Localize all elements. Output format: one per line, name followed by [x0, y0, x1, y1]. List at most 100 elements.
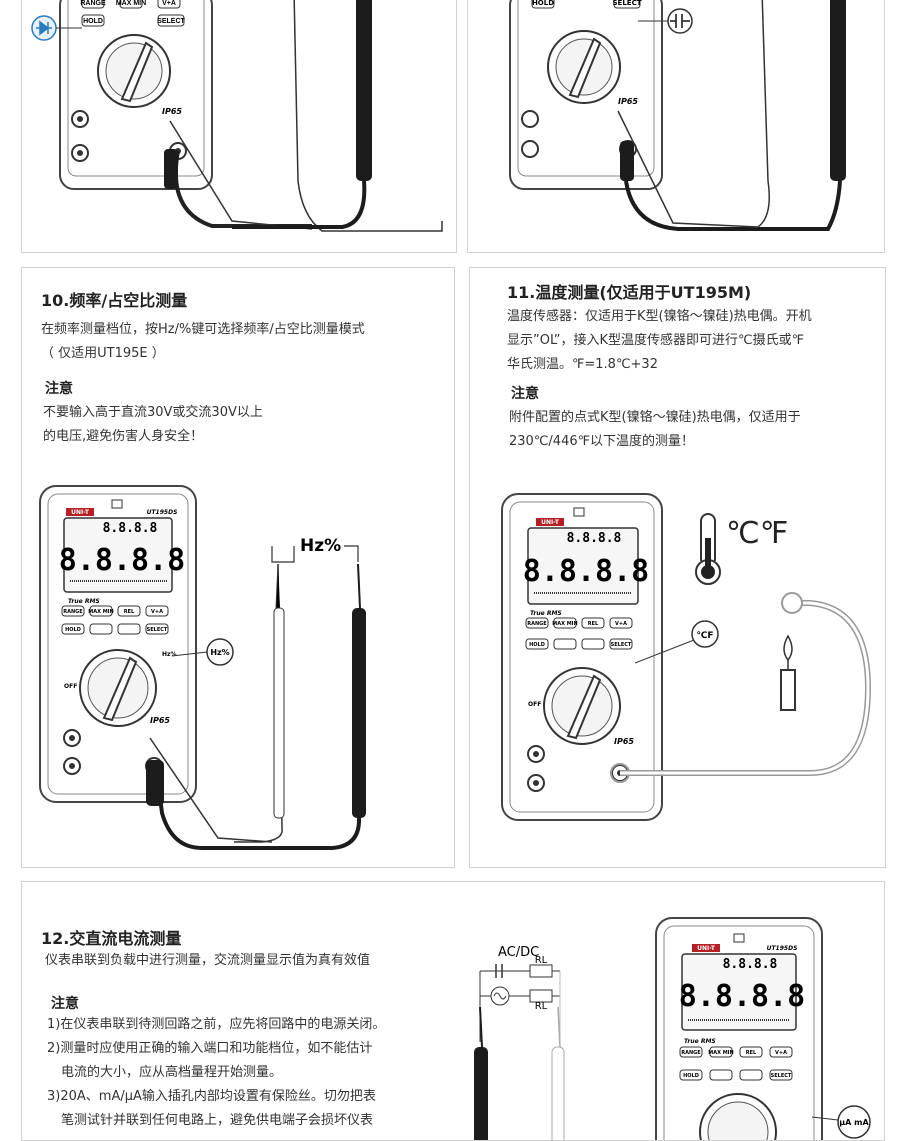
temperature-callout: ℃F: [634, 620, 719, 664]
test-probes: [474, 1006, 565, 1140]
multimeter-illustration: UNI-T 8.8.8.8 8.8.8.8 True RMS RANGE MAX…: [501, 493, 663, 821]
svg-text:UNI-T: UNI-T: [541, 519, 560, 526]
note-line: 附件配置的点式K型(镍铬～镍硅)热电偶，仅适用于: [509, 410, 801, 425]
test-probes: [617, 0, 846, 231]
svg-text:IP65: IP65: [614, 737, 634, 746]
svg-text:8.8.8.8: 8.8.8.8: [567, 531, 622, 546]
svg-text:V+A: V+A: [162, 0, 176, 7]
capacitor-icon: [638, 8, 693, 34]
svg-text:µA mA: µA mA: [839, 1118, 869, 1127]
note-line: 笔测试针并联到任何电路上，避免供电端子会损坏仪表: [61, 1113, 374, 1128]
svg-text:℃℉: ℃℉: [726, 516, 788, 551]
svg-text:8.8.8.8: 8.8.8.8: [59, 543, 185, 578]
svg-text:8.8.8.8: 8.8.8.8: [723, 957, 778, 972]
description-line: 在频率测量档位，按Hz/%键可选择频率/占空比测量模式: [41, 322, 365, 337]
note-line: 不要输入高于直流30V或交流30V以上: [43, 405, 263, 420]
thermometer-icon: ℃℉: [695, 513, 788, 585]
svg-text:SELECT: SELECT: [147, 627, 168, 633]
svg-text:MAX MIN: MAX MIN: [88, 609, 113, 615]
note-heading: 注意: [51, 996, 79, 1012]
test-probes: [164, 0, 443, 232]
panel-diode-test: RANGE MAX MIN V+A HOLD SELECT IP65: [21, 0, 457, 253]
test-probes: [146, 563, 366, 850]
multimeter-illustration: HOLD SELECT IP65: [509, 0, 663, 190]
svg-text:True RMS: True RMS: [530, 610, 562, 617]
description-line: 仪表串联到负载中进行测量，交流测量显示值为真有效值: [45, 953, 371, 968]
note-line: 3)20A、mA/µA输入插孔内部均设置有保险丝。切勿把表: [47, 1089, 376, 1104]
svg-text:℃F: ℃F: [696, 631, 713, 641]
description-line: 显示”OL”，接入K型温度传感器即可进行℃摄氏或℉: [507, 333, 805, 348]
svg-text:SELECT: SELECT: [611, 642, 632, 648]
current-illustration: AC/DC RL RL UNI: [474, 917, 871, 1140]
svg-text:REL: REL: [588, 621, 599, 627]
note-line: 230℃/446℉以下温度的测量！: [509, 434, 694, 449]
note-heading: 注意: [511, 386, 539, 402]
panel-capacitance-test: HOLD SELECT IP65: [467, 0, 885, 253]
panel-temperature-measurement: 11.温度测量(仅适用于UT195M) 温度传感器：仅适用于K型(镍铬～镍硅)热…: [469, 267, 886, 868]
svg-text:8.8.8.8: 8.8.8.8: [679, 979, 805, 1014]
svg-text:8.8.8.8: 8.8.8.8: [523, 554, 649, 589]
candle-icon: [780, 634, 796, 711]
note-heading: 注意: [45, 381, 73, 397]
multimeter-illustration: UNI-T UT195DS 8.8.8.8 8.8.8.8 True RMS R…: [39, 485, 197, 803]
description-line: 温度传感器：仅适用于K型(镍铬～镍硅)热电偶。开机: [507, 309, 812, 324]
svg-text:V+A: V+A: [615, 621, 627, 627]
svg-text:OFF: OFF: [64, 683, 77, 690]
svg-text:HOLD: HOLD: [83, 18, 103, 25]
svg-text:HOLD: HOLD: [532, 0, 554, 7]
svg-text:UT195DS: UT195DS: [147, 509, 178, 516]
svg-text:RANGE: RANGE: [80, 0, 106, 7]
svg-text:RL: RL: [535, 955, 548, 966]
svg-text:SELECT: SELECT: [613, 0, 642, 7]
svg-text:IP65: IP65: [150, 716, 170, 725]
svg-text:AC/DC: AC/DC: [498, 945, 539, 960]
note-line: 2)测量时应使用正确的输入端口和功能档位，如不能估计: [47, 1041, 373, 1056]
svg-text:HOLD: HOLD: [683, 1073, 699, 1079]
svg-text:V+A: V+A: [775, 1050, 787, 1056]
svg-text:OFF: OFF: [528, 701, 541, 708]
frequency-illustration: UNI-T UT195DS 8.8.8.8 8.8.8.8 True RMS R…: [39, 485, 366, 850]
svg-text:HOLD: HOLD: [529, 642, 545, 648]
svg-text:RL: RL: [535, 1001, 548, 1012]
svg-text:HOLD: HOLD: [65, 627, 81, 633]
section-title: 11.温度测量(仅适用于UT195M): [507, 283, 752, 302]
svg-text:REL: REL: [746, 1050, 757, 1056]
diode-icon: [31, 15, 82, 41]
temperature-illustration: UNI-T 8.8.8.8 8.8.8.8 True RMS RANGE MAX…: [501, 493, 872, 821]
svg-text:Hz%: Hz%: [210, 648, 229, 657]
section-title: 12.交直流电流测量: [41, 929, 182, 948]
svg-text:True RMS: True RMS: [684, 1038, 716, 1045]
svg-text:Hz%: Hz%: [300, 536, 341, 556]
svg-text:UT195DS: UT195DS: [767, 945, 798, 952]
svg-text:RANGE: RANGE: [527, 621, 547, 627]
note-line: 电流的大小，应从高档量程开始测量。: [61, 1065, 283, 1080]
svg-text:RANGE: RANGE: [63, 609, 83, 615]
description-line: 华氏测温。℉=1.8℃+32: [507, 357, 658, 372]
svg-text:REL: REL: [124, 609, 135, 615]
svg-text:MAX MIN: MAX MIN: [708, 1050, 733, 1056]
svg-text:IP65: IP65: [618, 97, 638, 106]
svg-text:True RMS: True RMS: [68, 598, 100, 605]
panel-current-measurement: 12.交直流电流测量 仪表串联到负载中进行测量，交流测量显示值为真有效值 注意 …: [21, 881, 885, 1141]
note-line: 1)在仪表串联到待测回路之前，应先将回路中的电源关闭。: [47, 1017, 386, 1032]
svg-text:MAX MIN: MAX MIN: [116, 0, 146, 7]
svg-text:Hz%: Hz%: [162, 651, 177, 658]
multimeter-illustration: UNI-T UT195DS 8.8.8.8 8.8.8.8 True RMS R…: [655, 917, 823, 1140]
capacitance-test-illustration: HOLD SELECT IP65: [509, 0, 846, 231]
hz-waveform-label: Hz%: [271, 536, 359, 563]
section-title: 10.频率/占空比测量: [41, 291, 188, 310]
note-line: 的电压,避免伤害人身安全！: [43, 429, 204, 444]
svg-text:SELECT: SELECT: [771, 1073, 792, 1079]
diode-test-illustration: RANGE MAX MIN V+A HOLD SELECT IP65: [31, 0, 443, 232]
svg-text:UNI-T: UNI-T: [697, 945, 716, 952]
hz-callout: Hz%: [171, 638, 234, 666]
panel-frequency-measurement: 10.频率/占空比测量 在频率测量档位，按Hz/%键可选择频率/占空比测量模式 …: [21, 267, 455, 868]
svg-text:8.8.8.8: 8.8.8.8: [103, 521, 158, 536]
svg-text:UNI-T: UNI-T: [71, 509, 90, 516]
svg-text:MAX MIN: MAX MIN: [552, 621, 577, 627]
circuit-diagram: AC/DC RL RL: [479, 945, 561, 1042]
svg-text:V+A: V+A: [151, 609, 163, 615]
svg-text:IP65: IP65: [162, 107, 182, 116]
svg-text:RANGE: RANGE: [681, 1050, 701, 1056]
multimeter-illustration: RANGE MAX MIN V+A HOLD SELECT IP65: [59, 0, 213, 190]
